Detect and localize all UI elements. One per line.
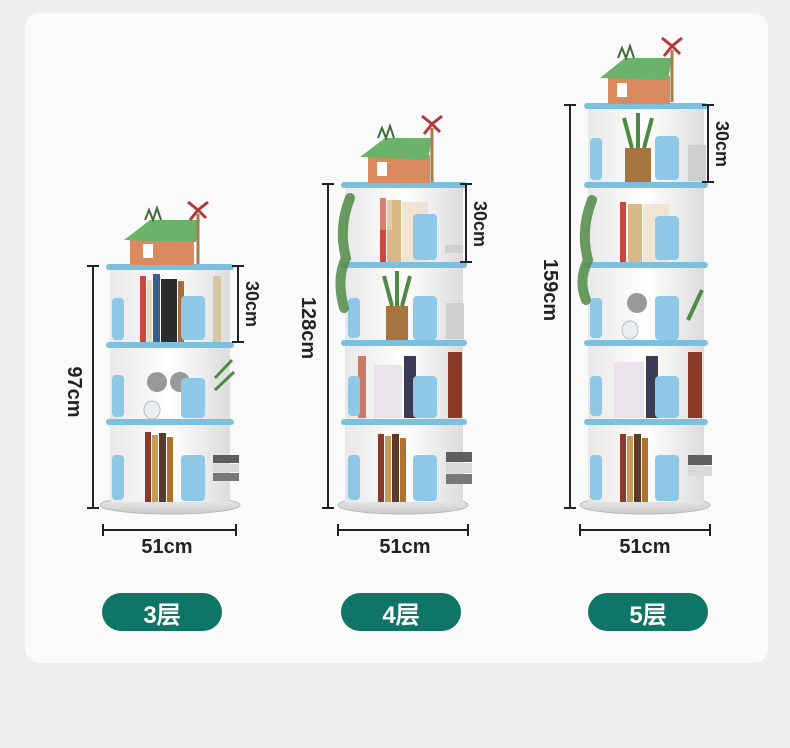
height-label-3: 159cm [539,259,561,321]
width-label-2: 51cm [379,536,430,558]
width-label-1: 51cm [141,536,192,558]
width-label-3: 51cm [619,536,670,558]
height-label-2: 128cm [297,297,319,359]
bookshelf-3-tier [99,200,241,515]
tier-option-5[interactable]: 5层 [588,593,708,631]
dimension-lines [87,104,714,536]
bookshelf-5-tier [577,36,712,515]
gap-label-3: 30cm [712,121,732,167]
gap-label-1: 30cm [242,281,262,327]
tier-option-3[interactable]: 3层 [102,593,222,631]
gap-label-2: 30cm [470,201,490,247]
tier-option-4[interactable]: 4层 [341,593,461,631]
bookshelf-4-tier [335,114,472,515]
height-label-1: 97cm [63,366,85,417]
